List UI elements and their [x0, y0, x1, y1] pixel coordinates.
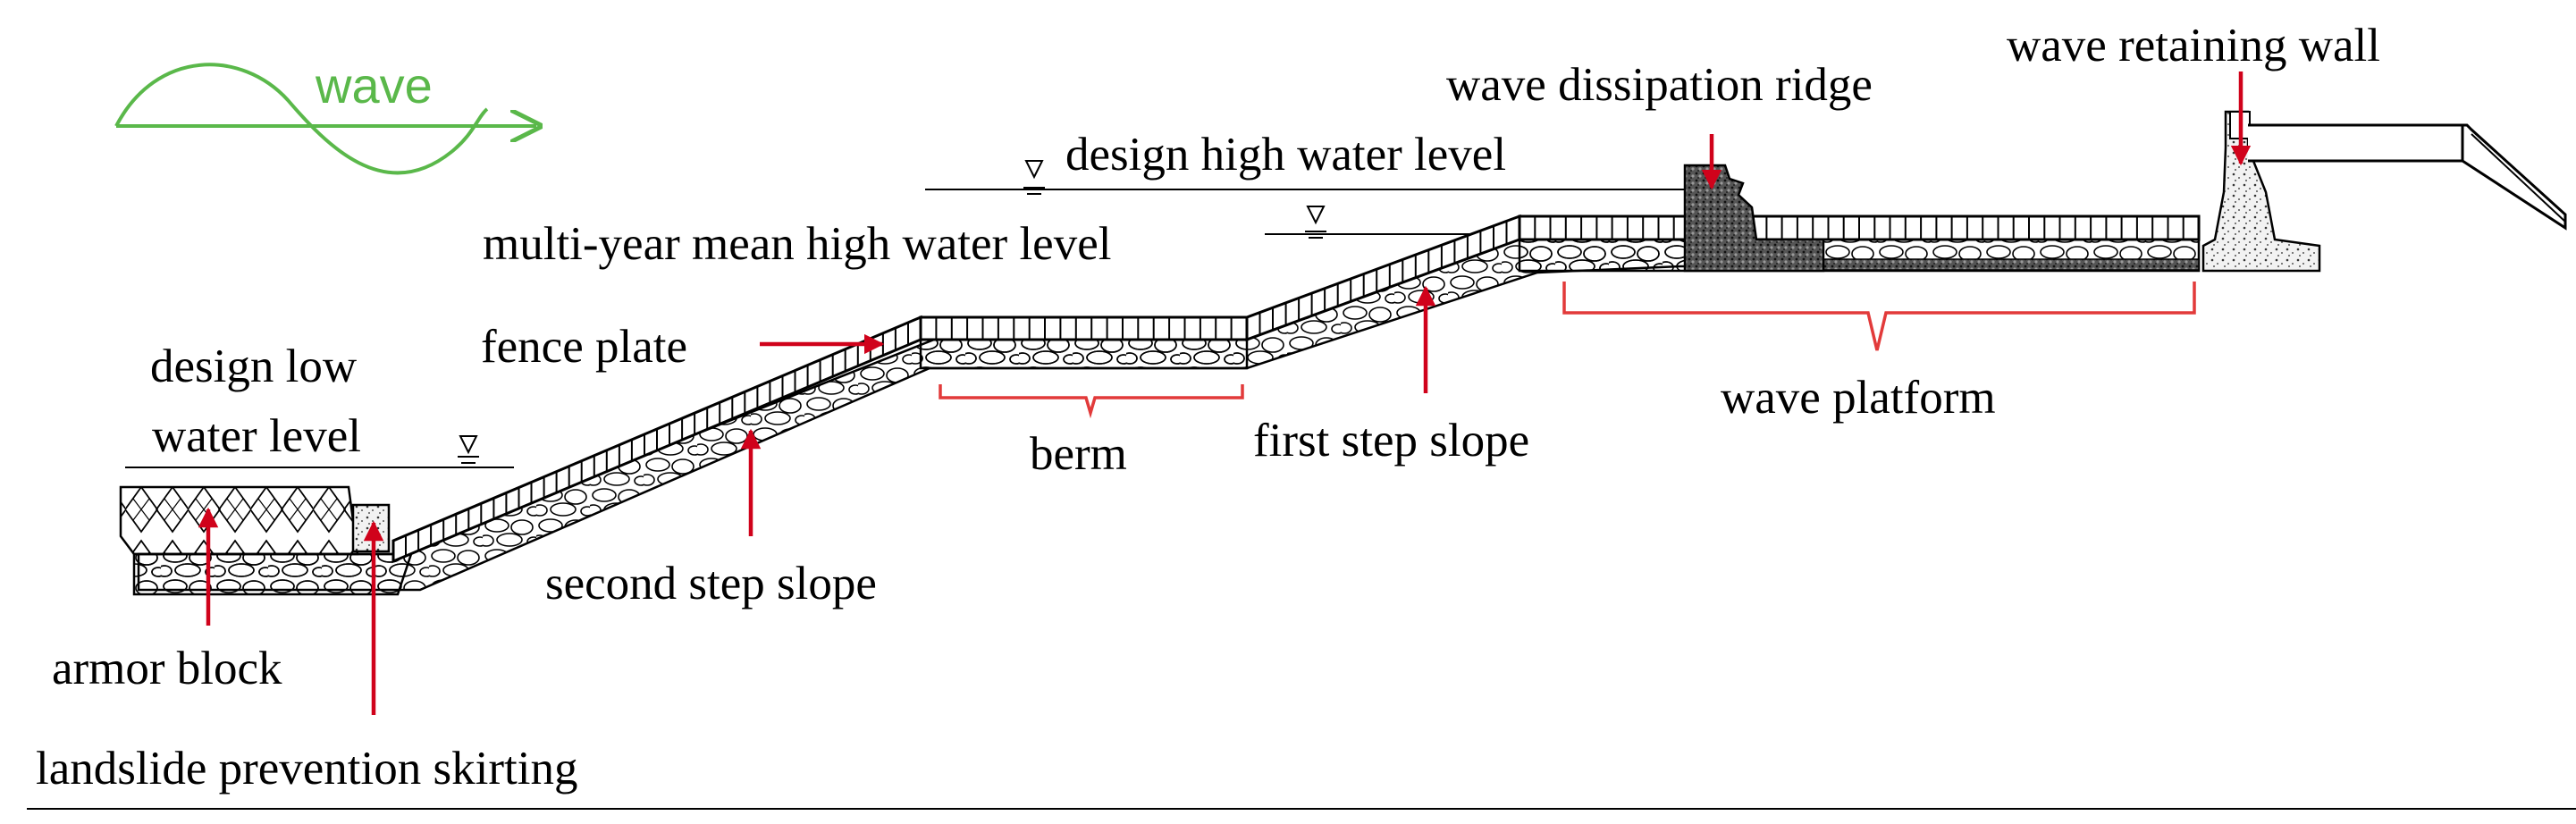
multi-year-mean-high-water-symbol: [1305, 206, 1326, 239]
wave-retaining-wall-label: wave retaining wall: [2007, 20, 2380, 71]
design-low-water-level-label-line2: water level: [152, 410, 361, 462]
design-high-water-level-label: design high water level: [1065, 129, 1506, 181]
first-step-slope-label: first step slope: [1253, 415, 1529, 467]
bottom-apron: [132, 552, 413, 596]
design-low-water-level-label-line1: design low: [150, 341, 358, 392]
armor-block-label: armor block: [52, 643, 282, 694]
design-high-water-symbol: [1023, 160, 1045, 195]
wave-legend: wave: [114, 57, 536, 175]
berm-brace: [939, 384, 1244, 419]
landslide-prevention-skirting: [351, 503, 391, 553]
landslide-prevention-skirting-label: landslide prevention skirting: [36, 743, 577, 795]
design-low-water-symbol: [458, 435, 479, 464]
wave-curve-icon: [114, 63, 489, 175]
berm-block: [919, 338, 1249, 370]
platform-dense-layer: [1814, 258, 2200, 271]
berm-label: berm: [1030, 428, 1127, 480]
multi-year-mean-high-water-level-label: multi-year mean high water level: [483, 218, 1111, 270]
second-step-slope-label: second step slope: [545, 558, 877, 610]
wave-dissipation-ridge-label: wave dissipation ridge: [1446, 59, 1873, 111]
wave-dissipation-ridge: [1683, 164, 1825, 273]
wave-platform-brace: [1562, 282, 2196, 351]
wave-platform-label: wave platform: [1721, 372, 1996, 424]
armor-block-zone: [119, 485, 359, 556]
fence-plate-layer: [391, 214, 2201, 564]
fence-plate-label: fence plate: [481, 321, 687, 373]
wave-label: wave: [315, 57, 433, 114]
